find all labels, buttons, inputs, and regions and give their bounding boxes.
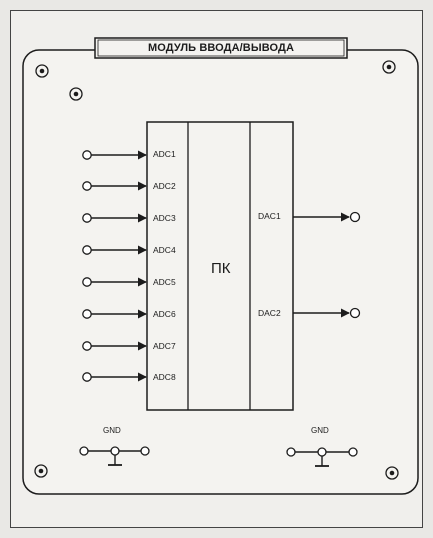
module-title: МОДУЛЬ ВВОДА/ВЫВОДА	[148, 42, 294, 54]
input-terminal-adc7	[82, 341, 147, 351]
input-label-adc8: ADC8	[153, 372, 176, 382]
input-terminal-adc8	[82, 372, 147, 382]
input-terminal-adc3	[82, 213, 147, 223]
pc-block-label: ПК	[211, 260, 231, 277]
input-terminal-adc2	[82, 181, 147, 191]
screw-top-right	[382, 60, 396, 74]
pc-block	[146, 121, 294, 411]
title-plate-inner	[97, 39, 345, 57]
input-label-adc1: ADC1	[153, 149, 176, 159]
ground-label-right: GND	[311, 426, 329, 435]
screw-bottom-right	[385, 466, 399, 480]
screw-top-left	[35, 64, 49, 78]
screw-mid-left	[69, 87, 83, 101]
input-label-adc3: ADC3	[153, 213, 176, 223]
ground-label-left: GND	[103, 426, 121, 435]
output-terminal-dac1	[293, 211, 361, 223]
input-terminal-adc5	[82, 277, 147, 287]
input-terminal-adc4	[82, 245, 147, 255]
input-terminal-adc6	[82, 309, 147, 319]
ground-rail-left	[79, 446, 150, 466]
input-label-adc4: ADC4	[153, 245, 176, 255]
output-terminal-dac2	[293, 307, 361, 319]
output-label-dac1: DAC1	[258, 211, 281, 221]
ground-rail-right	[286, 447, 358, 467]
input-terminal-adc1	[82, 150, 147, 160]
output-label-dac2: DAC2	[258, 308, 281, 318]
input-label-adc5: ADC5	[153, 277, 176, 287]
input-label-adc2: ADC2	[153, 181, 176, 191]
input-label-adc6: ADC6	[153, 309, 176, 319]
screw-bottom-left	[34, 464, 48, 478]
input-label-adc7: ADC7	[153, 341, 176, 351]
